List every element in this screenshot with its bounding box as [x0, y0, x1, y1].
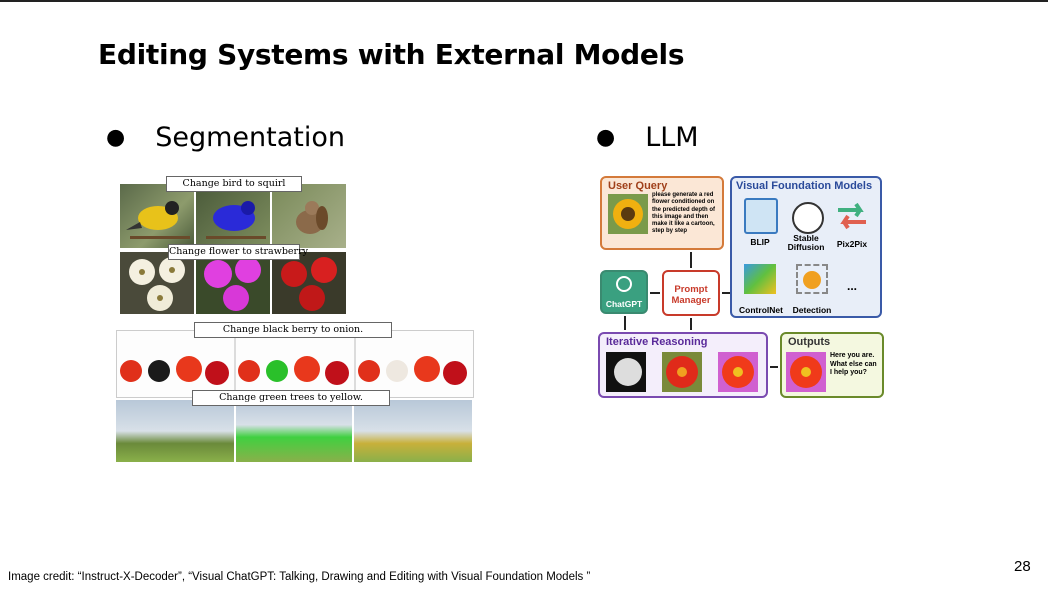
llm-figure: User Query please generate a red flower …: [596, 172, 886, 402]
bullet-dot: ●: [106, 125, 126, 150]
page-number: 28: [1014, 558, 1031, 575]
caption-flower: Change flower to strawberry: [168, 244, 308, 260]
bullet-label: LLM: [645, 122, 699, 153]
more-models: ...: [846, 279, 857, 293]
output-image: [786, 352, 826, 392]
sunflower-image: [608, 194, 648, 234]
caption-berry: Change black berry to onion.: [194, 322, 392, 338]
palette-icon: [792, 202, 824, 234]
arrow-to-outputs: [770, 366, 778, 368]
vfm-box: Visual Foundation Models BLIP Stable Dif…: [730, 176, 882, 318]
model-blip: BLIP: [750, 237, 770, 247]
segmentation-figure: Change bird to squirl Change flower to s…: [116, 172, 474, 464]
chatgpt-label: ChatGPT: [605, 299, 643, 309]
arrow-up-to-manager: [690, 318, 692, 330]
iterative-reasoning-box: Iterative Reasoning: [598, 332, 768, 398]
arrow-query-to-manager: [690, 252, 692, 268]
model-detection: Detection: [792, 305, 832, 315]
red-flower-image: [662, 352, 702, 392]
bird-photo-edited: [196, 184, 270, 248]
park-photo-yellow: [354, 400, 472, 462]
chatgpt-icon: [616, 276, 632, 292]
arrow-manager-chatgpt: [650, 292, 660, 294]
image-credit: Image credit: “Instruct-X-Decoder”, “Vis…: [8, 571, 591, 583]
user-query-title: User Query: [608, 180, 668, 192]
prompt-manager-box: Prompt Manager: [662, 270, 720, 316]
bullet-llm: ● LLM: [596, 122, 699, 153]
bird-photo-original: [120, 184, 194, 248]
model-pix2pix: Pix2Pix: [836, 239, 868, 249]
berries-photo-strip: [116, 330, 474, 398]
bullet-label: Segmentation: [155, 122, 345, 153]
bullet-segmentation: ● Segmentation: [106, 122, 345, 153]
blip-icon: [744, 198, 778, 234]
strawberry-photo: [272, 252, 346, 314]
bullet-dot: ●: [596, 125, 616, 150]
arrow-chatgpt-down: [624, 316, 626, 330]
squirrel-photo: [272, 184, 346, 248]
cartoon-flower-image: [718, 352, 758, 392]
caption-bird: Change bird to squirl: [166, 176, 302, 192]
chatgpt-box: ChatGPT: [600, 270, 648, 314]
vfm-title: Visual Foundation Models: [736, 180, 873, 192]
depth-map-image: [606, 352, 646, 392]
park-photo-original: [116, 400, 234, 462]
arrow-manager-vfm: [722, 292, 730, 294]
swap-arrows-icon: [836, 200, 868, 230]
prompt-manager-label: Prompt Manager: [671, 284, 711, 306]
slide-title: Editing Systems with External Models: [98, 38, 685, 71]
outputs-box: Outputs Here you are. What else can I he…: [780, 332, 884, 398]
user-query-box: User Query please generate a red flower …: [600, 176, 724, 250]
caption-trees: Change green trees to yellow.: [192, 390, 390, 406]
model-stable-diffusion: Stable Diffusion: [787, 233, 825, 252]
flower-photo-original: [120, 252, 194, 314]
model-controlnet: ControlNet: [739, 305, 783, 315]
top-rule: [0, 0, 1048, 2]
controlnet-icon: [744, 264, 776, 294]
detection-icon: [796, 264, 828, 294]
outputs-title: Outputs: [788, 336, 831, 348]
user-query-text: please generate a red flower conditioned…: [652, 192, 715, 235]
outputs-text: Here you are. What else can I help you?: [830, 352, 877, 376]
iterative-title: Iterative Reasoning: [606, 336, 708, 348]
flower-photo-segmented: [196, 252, 270, 314]
park-photo-segmented: [236, 400, 352, 462]
